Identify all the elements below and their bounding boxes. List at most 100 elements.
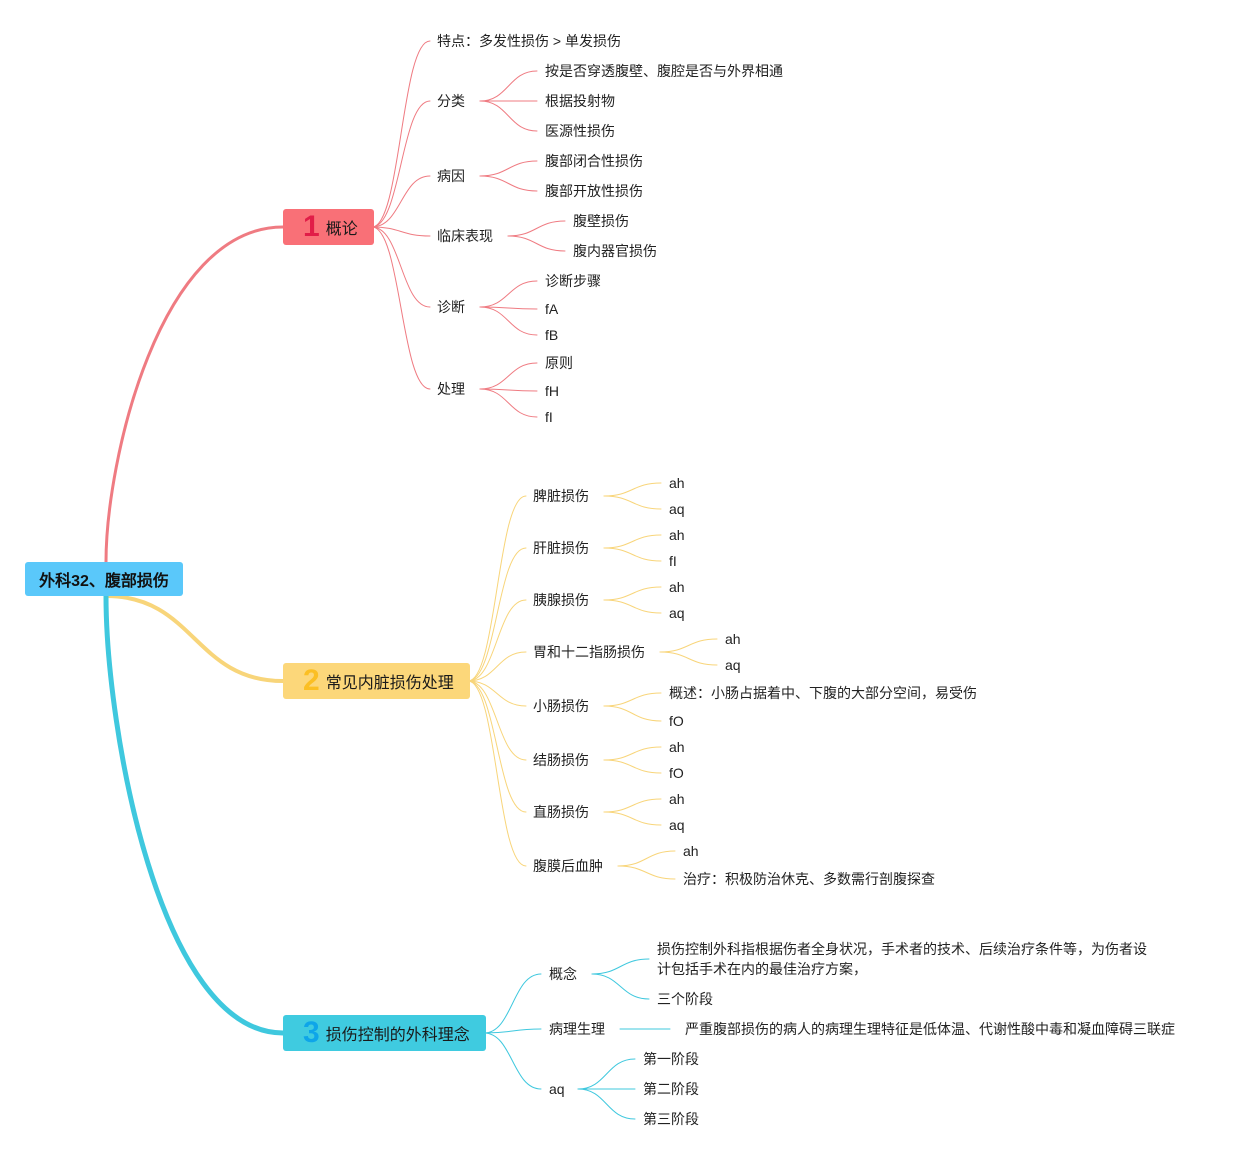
leaf-node[interactable]: 原则 — [545, 355, 573, 371]
connector-line — [507, 235, 566, 252]
topic-small-intestine-injury[interactable]: 小肠损伤 — [533, 698, 589, 714]
connector-line — [603, 547, 662, 562]
root-node[interactable]: 外科32、腹部损伤 — [25, 562, 183, 596]
branch-number: 3 — [303, 1016, 320, 1049]
connector-line — [591, 973, 650, 1000]
leaf-node[interactable]: 腹内器官损伤 — [573, 243, 657, 259]
leaf-node[interactable]: fI — [545, 409, 553, 425]
topic-rectum-injury[interactable]: 直肠损伤 — [533, 804, 589, 820]
topic-stomach-duodenum-injury[interactable]: 胃和十二指肠损伤 — [533, 644, 645, 660]
leaf-node[interactable]: 损伤控制外科指根据伤者全身状况，手术者的技术、后续治疗条件等，为伤者设计包括手术… — [657, 941, 1147, 977]
leaf-node[interactable]: aq — [669, 817, 685, 833]
connector-line — [591, 958, 650, 975]
leaf-node[interactable]: ah — [669, 579, 685, 595]
leaf-node[interactable]: 治疗：积极防治休克、多数需行剖腹探查 — [683, 871, 935, 887]
connector-line — [467, 680, 527, 813]
leaf-node[interactable]: 第一阶段 — [643, 1051, 699, 1067]
leaf-node[interactable]: 腹壁损伤 — [573, 213, 629, 229]
topic-liver-injury[interactable]: 肝脏损伤 — [533, 540, 589, 556]
connector-line — [483, 1032, 542, 1090]
leaf-node[interactable]: aq — [669, 501, 685, 517]
leaf-node[interactable]: 腹部开放性损伤 — [545, 183, 643, 199]
connector-line — [603, 705, 662, 722]
branch-overview[interactable]: 1 概论 — [283, 209, 374, 245]
connector-line — [659, 638, 718, 653]
leaf-node[interactable]: 根据投射物 — [545, 93, 615, 109]
leaf-node[interactable]: ah — [669, 739, 685, 755]
connector-line — [371, 226, 431, 237]
connector-line — [603, 692, 662, 707]
leaf-node[interactable]: 腹部闭合性损伤 — [545, 153, 643, 169]
root-label: 外科32、腹部损伤 — [39, 573, 169, 590]
connector-line — [104, 225, 285, 564]
leaf-node[interactable]: 按是否穿透腹壁、腹腔是否与外界相通 — [545, 63, 783, 79]
leaf-node[interactable]: fO — [669, 713, 684, 729]
connector-line — [659, 651, 718, 666]
topic-treatment[interactable]: 处理 — [437, 381, 465, 397]
branch-number: 1 — [303, 210, 320, 243]
leaf-node[interactable]: 第三阶段 — [643, 1111, 699, 1127]
branch-label: 常见内脏损伤处理 — [325, 675, 454, 692]
leaf-node[interactable]: ah — [669, 791, 685, 807]
leaf-node[interactable]: 三个阶段 — [657, 991, 713, 1007]
connector-line — [479, 160, 538, 177]
topic-concept[interactable]: 概念 — [549, 966, 577, 982]
leaf-node[interactable]: ah — [683, 843, 699, 859]
connector-line — [467, 680, 527, 707]
connector-line — [603, 798, 662, 813]
connector-line — [103, 593, 286, 1036]
topic-retroperitoneal-hematoma[interactable]: 腹膜后血肿 — [533, 858, 603, 874]
branch-damage-control[interactable]: 3 损伤控制的外科理念 — [283, 1015, 486, 1051]
leaf-node[interactable]: ah — [669, 475, 685, 491]
branch-label: 概论 — [325, 221, 358, 238]
leaf-node[interactable]: fO — [669, 765, 684, 781]
connector-line — [371, 226, 431, 308]
connector-line — [603, 599, 662, 614]
leaf-node[interactable]: 概述：小肠占据着中、下腹的大部分空间，易受伤 — [669, 685, 977, 701]
connector-line — [479, 362, 538, 390]
leaf-node[interactable]: fB — [545, 327, 559, 343]
topic-spleen-injury[interactable]: 脾脏损伤 — [533, 488, 589, 504]
connector-line — [467, 680, 527, 867]
connector-line — [467, 495, 527, 682]
connector-line — [483, 973, 542, 1034]
connector-line — [371, 40, 431, 228]
leaf-node[interactable]: 严重腹部损伤的病人的病理生理特征是低体温、代谢性酸中毒和凝血障碍三联症 — [685, 1021, 1175, 1037]
connector-line — [603, 586, 662, 601]
topic-etiology[interactable]: 病因 — [437, 168, 465, 184]
topic-pathophysiology[interactable]: 病理生理 — [549, 1021, 605, 1037]
connector-line — [483, 1028, 542, 1034]
connector-line — [603, 495, 662, 510]
leaf-node[interactable]: fA — [545, 301, 559, 317]
topic-classification[interactable]: 分类 — [437, 93, 465, 109]
leaf-node[interactable]: ah — [725, 631, 741, 647]
topic-stages[interactable]: aq — [549, 1081, 565, 1097]
connector-line — [371, 226, 431, 390]
leaf-node[interactable]: aq — [725, 657, 741, 673]
topic-colon-injury[interactable]: 结肠损伤 — [533, 752, 589, 768]
topic-clinical[interactable]: 临床表现 — [437, 228, 493, 244]
leaf-node[interactable]: ah — [669, 527, 685, 543]
connector-line — [479, 388, 538, 418]
topic-characteristics[interactable]: 特点：多发性损伤 > 单发损伤 — [437, 33, 621, 49]
leaf-node[interactable]: fH — [545, 383, 559, 399]
topic-pancreas-injury[interactable]: 胰腺损伤 — [533, 592, 589, 608]
connector-line — [104, 594, 285, 683]
leaf-node[interactable]: aq — [669, 605, 685, 621]
leaf-node[interactable]: 第二阶段 — [643, 1081, 699, 1097]
connector-line — [479, 100, 538, 132]
connector-line — [603, 811, 662, 826]
connector-line — [467, 547, 527, 682]
leaf-node[interactable]: 医源性损伤 — [545, 123, 615, 139]
leaf-node[interactable]: fI — [669, 553, 677, 569]
topic-diagnosis[interactable]: 诊断 — [437, 299, 465, 315]
connector-line — [479, 280, 538, 308]
connector-line — [603, 482, 662, 497]
connector-line — [603, 759, 662, 774]
connector-line — [617, 850, 676, 867]
connector-line — [603, 534, 662, 549]
leaf-node[interactable]: 诊断步骤 — [545, 273, 601, 289]
branch-organ-injury[interactable]: 2 常见内脏损伤处理 — [283, 663, 470, 699]
